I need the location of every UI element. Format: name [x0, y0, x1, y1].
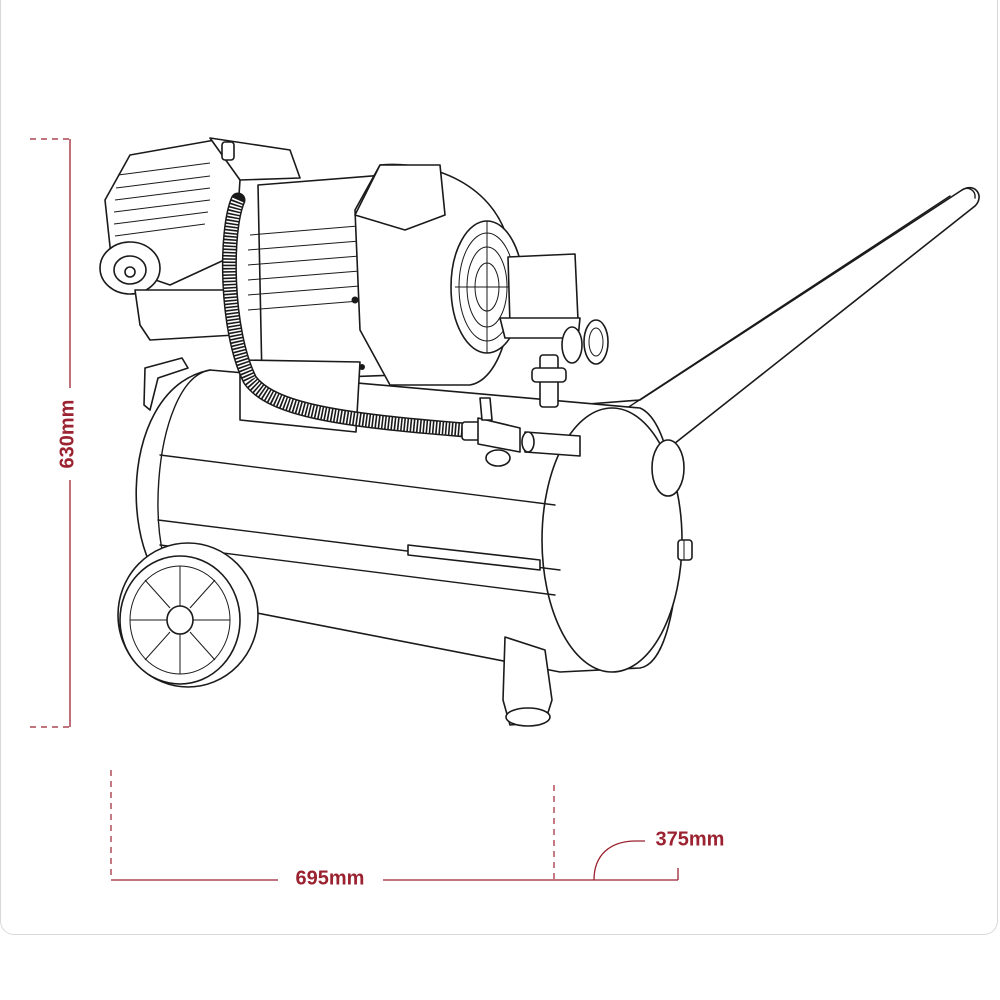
wheel — [117, 542, 259, 688]
pressure-gauge — [561, 319, 609, 365]
tank-bracket — [143, 357, 189, 411]
pump-head — [99, 137, 301, 341]
height-dimension-label: 630mm — [56, 399, 79, 469]
outlet-coupler — [461, 397, 581, 467]
width-dimension-label: 695mm — [295, 867, 365, 890]
depth-dimension — [593, 840, 645, 881]
delivery-hose — [221, 192, 473, 438]
height-dimension — [30, 138, 71, 728]
tank-foot — [502, 636, 553, 727]
depth-dimension-label: 375mm — [655, 828, 725, 851]
width-dimension — [110, 770, 679, 881]
